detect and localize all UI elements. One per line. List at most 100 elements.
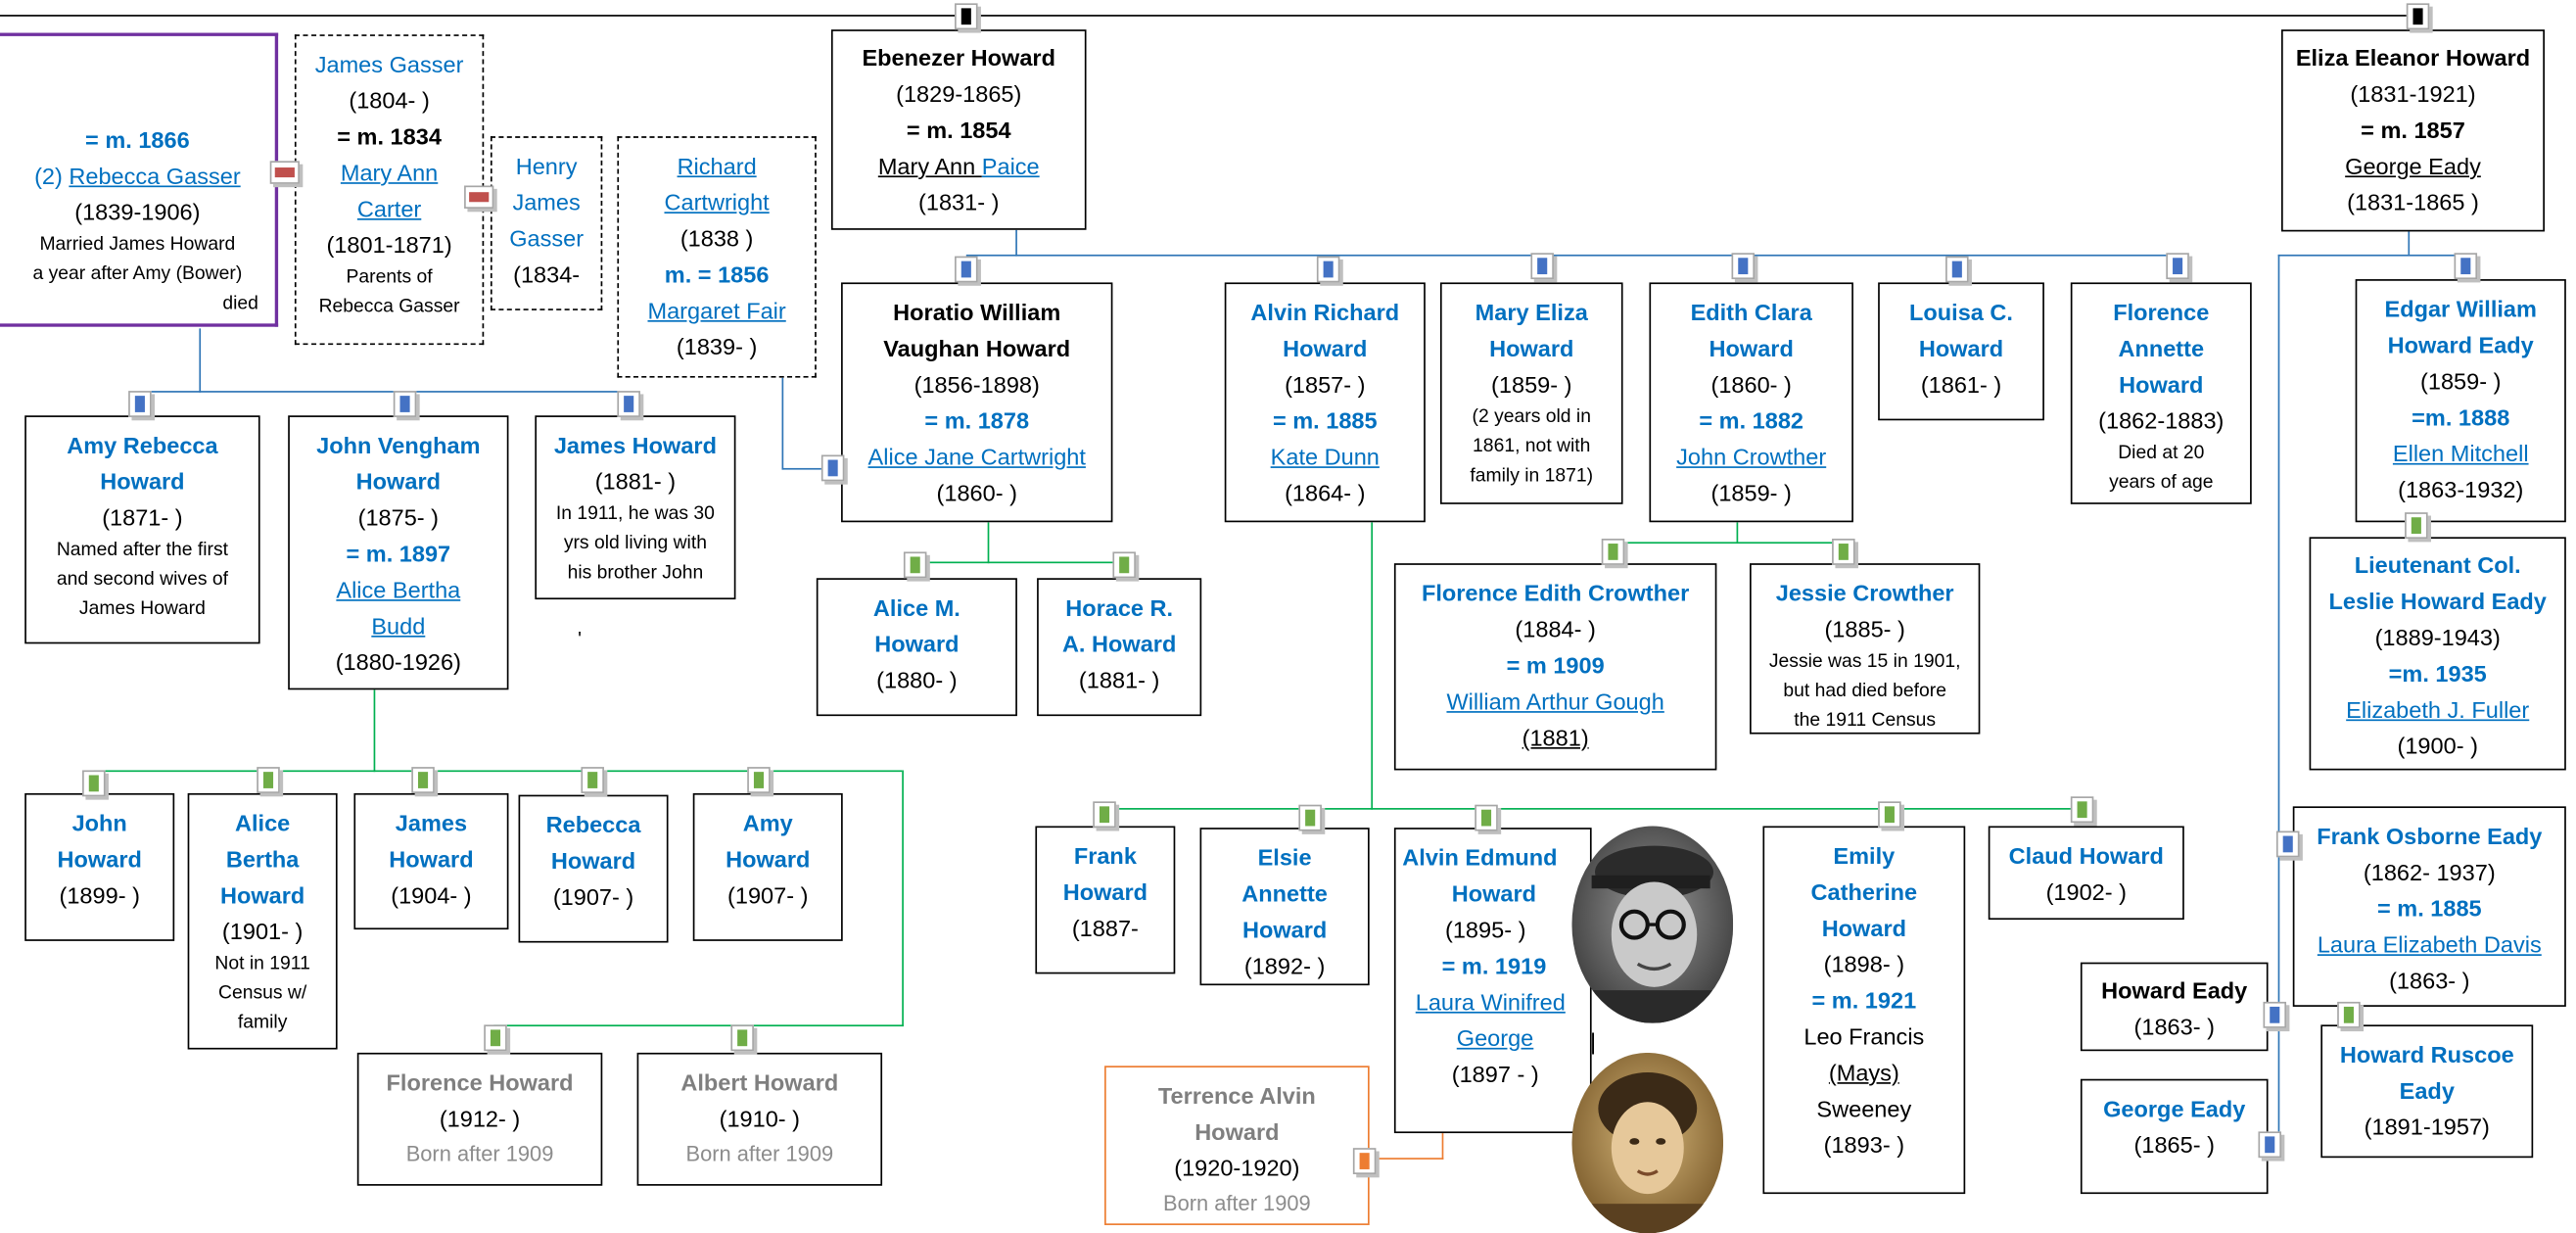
- blue-expand-button-icon[interactable]: [1316, 256, 1340, 283]
- person-card-frank-osborne-eady[interactable]: Frank Osborne Eady (1862- 1937) = m. 188…: [2292, 806, 2566, 1007]
- green-expand-button-icon[interactable]: [2405, 512, 2428, 540]
- red-expand-button-icon[interactable]: [269, 161, 300, 184]
- green-expand-button-icon[interactable]: [1475, 804, 1498, 831]
- spouse-link[interactable]: Alice Bertha: [336, 576, 461, 603]
- person-card-florence-howard[interactable]: Florence Howard (1912- ) Born after 1909: [356, 1052, 603, 1186]
- spouse-link[interactable]: Paice: [981, 152, 1040, 179]
- person-card-jessie-crowther[interactable]: Jessie Crowther (1885- ) Jessie was 15 i…: [1750, 563, 1981, 735]
- person-card-emily-catherine-howard[interactable]: Emily Catherine Howard (1898- ) = m. 192…: [1762, 826, 1966, 1195]
- red-expand-button-icon[interactable]: [464, 185, 494, 209]
- green-expand-button-icon[interactable]: [730, 1024, 754, 1052]
- spouse-link[interactable]: George: [1456, 1024, 1534, 1052]
- spouse-link[interactable]: Budd: [371, 612, 426, 640]
- spouse-link[interactable]: Laura Elizabeth Davis: [2317, 930, 2542, 958]
- spouse-link[interactable]: Elizabeth J. Fuller: [2346, 696, 2530, 723]
- person-card-howard-eady[interactable]: Howard Eady (1863- ): [2080, 962, 2269, 1052]
- blue-expand-button-icon[interactable]: [2454, 253, 2478, 280]
- green-expand-button-icon[interactable]: [411, 767, 435, 793]
- person-card-edgar-william-howard-eady[interactable]: Edgar William Howard Eady (1859- ) =m. 1…: [2355, 279, 2566, 523]
- green-expand-button-icon[interactable]: [903, 551, 927, 579]
- dates: (1907- ): [727, 881, 809, 909]
- blue-expand-button-icon[interactable]: [1945, 256, 1969, 283]
- person-card-john-vengham-howard[interactable]: John Vengham Howard (1875- ) = m. 1897 A…: [288, 415, 509, 690]
- person-card-eliza-eleanor-howard[interactable]: Eliza Eleanor Howard (1831-1921) = m. 18…: [2281, 29, 2545, 232]
- person-card-james-howard[interactable]: James Howard (1881- ) In 1911, he was 30…: [535, 415, 736, 600]
- person-card-alvin-richard-howard[interactable]: Alvin Richard Howard (1857- ) = m. 1885 …: [1224, 282, 1426, 523]
- green-expand-button-icon[interactable]: [1832, 539, 1855, 565]
- person-card-james-howard-1904[interactable]: James Howard (1904- ): [353, 792, 509, 930]
- blue-expand-button-icon[interactable]: [2166, 253, 2189, 280]
- person-link[interactable]: Richard: [677, 152, 757, 179]
- person-card-howard-ruscoe-eady[interactable]: Howard Ruscoe Eady (1891-1957): [2320, 1024, 2534, 1159]
- person-card-florence-annette-howard[interactable]: Florence Annette Howard (1862-1883) Died…: [2070, 282, 2252, 504]
- person-card-frank-howard[interactable]: Frank Howard (1887-: [1035, 826, 1176, 974]
- person-card-ebenezer-howard[interactable]: Ebenezer Howard (1829-1865) = m. 1854 Ma…: [830, 29, 1087, 230]
- person-card-john-howard-1899[interactable]: John Howard (1899- ): [24, 792, 175, 941]
- blue-expand-button-icon[interactable]: [128, 391, 152, 417]
- spouse-link[interactable]: Mary Ann: [340, 159, 439, 186]
- person-card-henry-james-gasser[interactable]: Henry James Gasser (1834-: [490, 136, 603, 310]
- green-expand-button-icon[interactable]: [2337, 1001, 2361, 1028]
- green-expand-button-icon[interactable]: [1093, 801, 1116, 829]
- green-expand-button-icon[interactable]: [484, 1024, 507, 1052]
- spouse-link[interactable]: Kate Dunn: [1270, 443, 1380, 470]
- green-expand-button-icon[interactable]: [747, 767, 771, 793]
- person-card-alice-bertha-howard[interactable]: Alice Bertha Howard (1901- ) Not in 1911…: [187, 792, 338, 1050]
- person-card-richard-cartwright[interactable]: Richard Cartwright (1838 ) m. = 1856 Mar…: [617, 136, 817, 378]
- black-expand-button-icon[interactable]: [2406, 3, 2430, 30]
- person-card-edith-clara-howard[interactable]: Edith Clara Howard (1860- ) = m. 1882 Jo…: [1649, 282, 1853, 523]
- dates: (1898- ): [1823, 950, 1905, 977]
- blue-expand-button-icon[interactable]: [820, 454, 845, 482]
- blue-expand-button-icon[interactable]: [617, 391, 640, 417]
- green-expand-button-icon[interactable]: [1878, 801, 1901, 829]
- orange-expand-button-icon[interactable]: [1352, 1148, 1377, 1174]
- spouse-link[interactable]: Rebecca Gasser: [69, 163, 241, 189]
- black-expand-button-icon[interactable]: [955, 3, 978, 30]
- blue-expand-button-icon[interactable]: [2258, 1131, 2282, 1159]
- person-card-terrence-alvin-howard[interactable]: Terrence Alvin Howard (1920-1920) Born a…: [1104, 1066, 1370, 1225]
- person-card-amy-rebecca-howard[interactable]: Amy Rebecca Howard (1871- ) Named after …: [24, 415, 260, 644]
- person-card-mary-eliza-howard[interactable]: Mary Eliza Howard (1859- ) (2 years old …: [1439, 282, 1623, 504]
- person-card-james-gasser[interactable]: James Gasser (1804- ) = m. 1834 Mary Ann…: [294, 34, 485, 346]
- spouse-link[interactable]: John Crowther: [1676, 443, 1827, 470]
- green-expand-button-icon[interactable]: [2070, 796, 2094, 824]
- person-card-louisa-howard[interactable]: Louisa C. Howard (1861- ): [1878, 282, 2044, 421]
- person-name: James Howard: [553, 432, 717, 458]
- blue-expand-button-icon[interactable]: [1530, 253, 1554, 280]
- person-card-elsie-annette-howard[interactable]: Elsie Annette Howard (1892- ): [1199, 828, 1370, 986]
- blue-expand-button-icon[interactable]: [2275, 830, 2300, 858]
- person-card-florence-edith-crowther[interactable]: Florence Edith Crowther (1884- ) = m 190…: [1393, 563, 1717, 771]
- blue-expand-button-icon[interactable]: [955, 256, 978, 283]
- person-card-horatio-howard[interactable]: Horatio William Vaughan Howard (1856-189…: [841, 282, 1113, 523]
- person-card-alice-m-howard[interactable]: Alice M. Howard (1880- ): [816, 578, 1017, 717]
- person-card-rebecca-howard[interactable]: Rebecca Howard (1907- ): [518, 794, 669, 943]
- portrait-photo-man: [1571, 826, 1734, 1023]
- person-card-george-eady[interactable]: George Eady (1865- ): [2080, 1078, 2269, 1195]
- spouse-link[interactable]: Laura Winifred: [1415, 988, 1566, 1016]
- person-card-alvin-edmund-howard[interactable]: Alvin Edmund Howard (1895- ) = m. 1919 L…: [1393, 828, 1592, 1134]
- dates: (1889-1943): [2374, 624, 2501, 651]
- person-card-leslie-howard-eady[interactable]: Lieutenant Col. Leslie Howard Eady (1889…: [2309, 537, 2566, 771]
- green-expand-button-icon[interactable]: [82, 770, 106, 797]
- spouse-link[interactable]: Alice Jane Cartwright: [867, 443, 1086, 470]
- spouse-link[interactable]: William Arthur Gough: [1446, 688, 1664, 715]
- green-expand-button-icon[interactable]: [1298, 804, 1322, 831]
- green-expand-button-icon[interactable]: [1112, 551, 1136, 579]
- spouse-link[interactable]: Carter: [356, 195, 422, 222]
- note: yrs old living with: [563, 533, 707, 554]
- green-expand-button-icon[interactable]: [581, 767, 604, 793]
- green-expand-button-icon[interactable]: [257, 767, 280, 793]
- person-card-claud-howard[interactable]: Claud Howard (1902- ): [1988, 826, 2184, 921]
- person-card-rebecca-gasser[interactable]: = m. 1866 (2) Rebecca Gasser (1839-1906)…: [0, 32, 279, 327]
- person-name: Henry: [515, 152, 578, 179]
- spouse-link[interactable]: Margaret Fair: [647, 297, 786, 324]
- spouse-link[interactable]: Ellen Mitchell: [2392, 440, 2529, 467]
- blue-expand-button-icon[interactable]: [2263, 1001, 2287, 1028]
- person-link[interactable]: Cartwright: [664, 188, 770, 215]
- blue-expand-button-icon[interactable]: [393, 391, 417, 417]
- person-card-horace-howard[interactable]: Horace R. A. Howard (1881- ): [1037, 578, 1202, 717]
- green-expand-button-icon[interactable]: [1601, 539, 1625, 565]
- person-card-amy-howard[interactable]: Amy Howard (1907- ): [692, 792, 843, 941]
- person-card-albert-howard[interactable]: Albert Howard (1910- ) Born after 1909: [636, 1052, 883, 1186]
- blue-expand-button-icon[interactable]: [1731, 253, 1756, 280]
